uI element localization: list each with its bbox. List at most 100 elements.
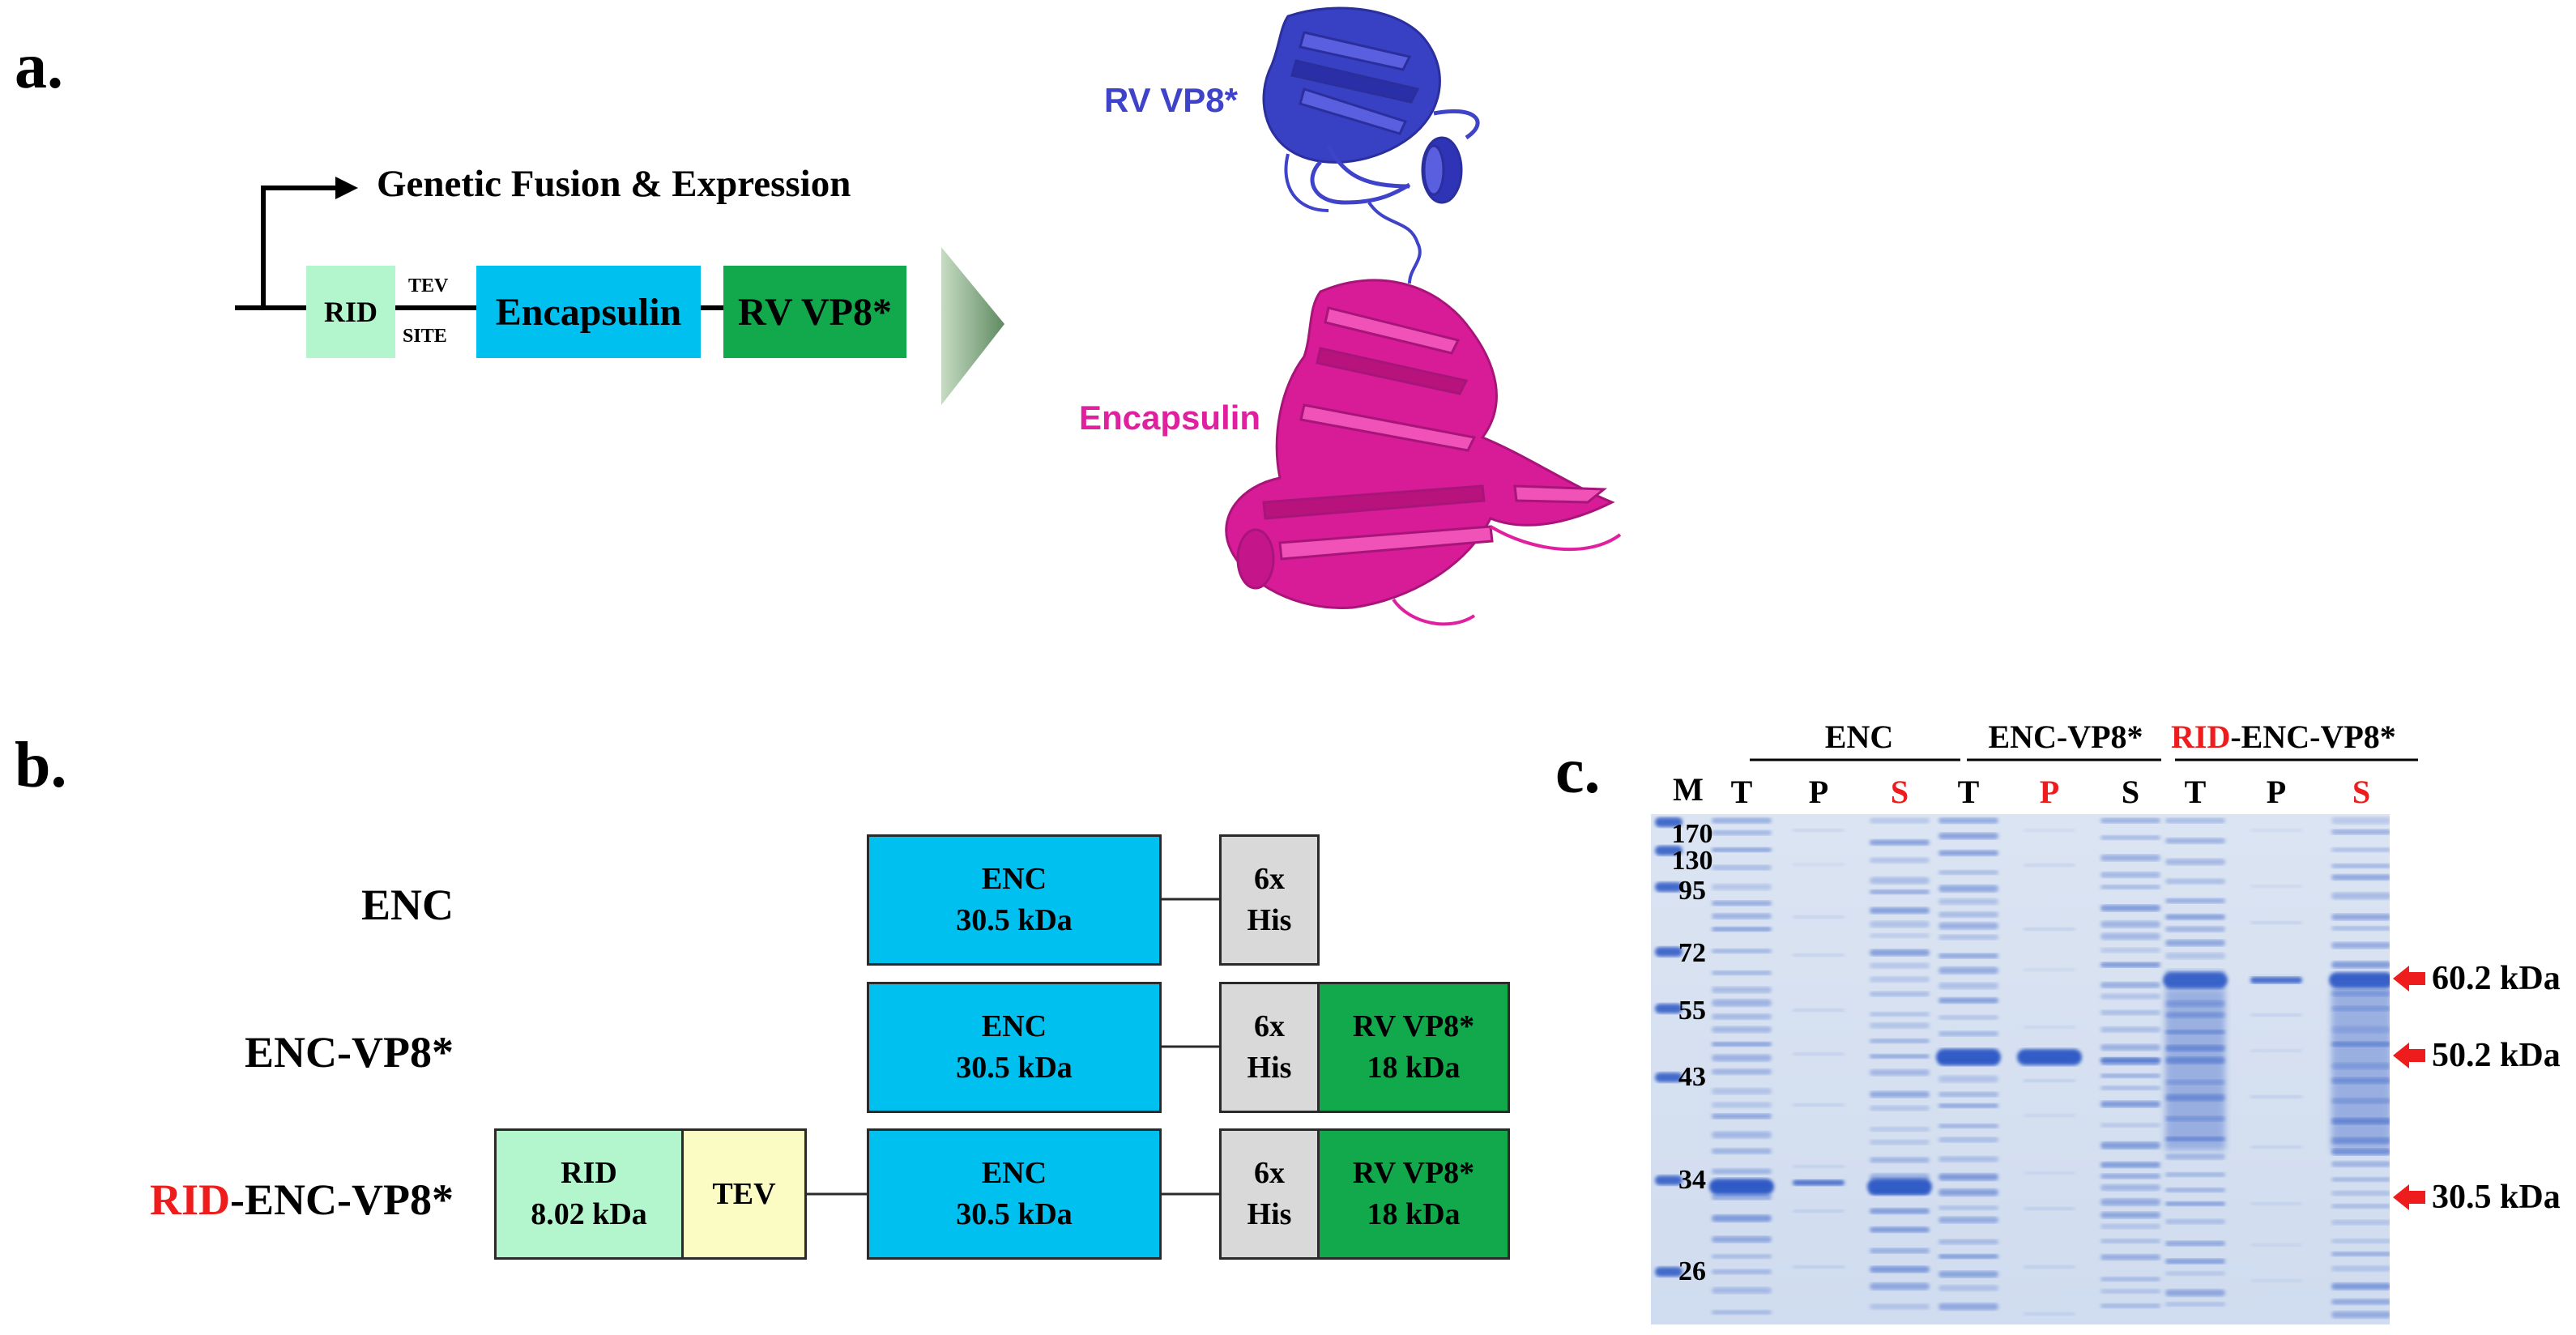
gel-band — [1712, 884, 1772, 890]
gel-band — [2165, 1271, 2225, 1276]
gel-band — [1938, 966, 1998, 975]
gel-lane-label: S — [2121, 774, 2140, 810]
vp8-box-row3: RV VP8* 18 kDa — [1317, 1128, 1510, 1260]
gel-lane-label: S — [1890, 774, 1909, 810]
gel-band — [2100, 1198, 2160, 1206]
gel-group-suffix: -ENC-VP8* — [2230, 719, 2396, 755]
transition-triangle-icon — [941, 247, 1004, 405]
gel-band — [2100, 993, 2160, 1000]
gel-band — [2331, 1282, 2390, 1290]
gel-band — [1793, 1009, 1845, 1012]
gel-band — [1870, 1226, 1930, 1233]
gel-band — [2165, 953, 2225, 959]
gel-band — [1870, 933, 1930, 938]
lane-smear — [2331, 988, 2390, 1150]
gel-marker-header: M — [1673, 771, 1704, 808]
gel-band — [1870, 839, 1930, 846]
gel-band — [1870, 1039, 1930, 1043]
gel-band — [1938, 898, 1998, 905]
gel-band — [1870, 1054, 1930, 1059]
encapsulin-block-label: Encapsulin — [495, 290, 682, 334]
tev-site-top: TEV — [408, 275, 449, 296]
gel-band — [2250, 885, 2302, 888]
vp8-box-row2: RV VP8* 18 kDa — [1317, 982, 1510, 1113]
gel-band — [2331, 1219, 2390, 1226]
gel-band — [2024, 1207, 2075, 1210]
gel-band — [1712, 970, 1772, 975]
construct-suffix: -ENC-VP8* — [230, 1175, 454, 1224]
gel-band — [2165, 878, 2225, 885]
his-box-row3: 6x His — [1219, 1128, 1320, 1260]
gel-rid-prefix: RID — [2171, 719, 2231, 755]
rid-mass: 8.02 kDa — [531, 1197, 647, 1231]
gel-band — [1938, 922, 1998, 930]
band-50kda — [2100, 1057, 2160, 1065]
gel-band — [1793, 915, 1845, 919]
gel-band — [1712, 1148, 1772, 1154]
gel-band — [2165, 1302, 2225, 1307]
arrow-label-30kda: 30.5 kDa — [2432, 1179, 2561, 1216]
gel-band — [2024, 864, 2075, 867]
gel-band — [1870, 1208, 1930, 1214]
gel-band — [1938, 1092, 1998, 1097]
structure-vp8-label: RV VP8* — [1104, 81, 1238, 119]
enc-mass: 30.5 kDa — [956, 903, 1073, 937]
gel-band — [2331, 1204, 2390, 1209]
his-name: His — [1247, 1197, 1292, 1231]
arrow-50kda-icon — [2393, 1043, 2425, 1068]
gel-band — [2100, 904, 2160, 912]
encapsulin-block: Encapsulin — [476, 266, 701, 358]
vp8-name: RV VP8* — [1352, 1009, 1475, 1043]
gel-marker-label: 34 — [1678, 1165, 1706, 1195]
enc-box-row1: ENC 30.5 kDa — [867, 834, 1162, 966]
gel-band — [1938, 1285, 1998, 1291]
gel-band — [1712, 927, 1772, 932]
gel-band — [2331, 892, 2390, 900]
gel-group-rid-enc-vp8: RID-ENC-VP8* — [2171, 721, 2430, 753]
gel-lane-label: P — [2266, 774, 2287, 810]
promoter-label: Genetic Fusion & Expression — [377, 163, 851, 205]
gel-band — [2165, 926, 2225, 932]
gel-band — [1712, 987, 1772, 993]
gel-band — [1712, 817, 1772, 824]
gel-band — [1712, 999, 1772, 1007]
gel-lane-label: T — [1957, 774, 1980, 810]
gel-band — [1870, 1139, 1930, 1145]
gel-marker-label: 130 — [1671, 846, 1713, 876]
gel-lane-label: P — [1808, 774, 1829, 810]
vp8-name: RV VP8* — [1352, 1155, 1475, 1190]
gel-band — [2331, 1239, 2390, 1243]
tev-site-bottom: SITE — [403, 326, 447, 347]
gel-band — [2331, 926, 2390, 931]
gel-band — [1793, 1209, 1845, 1213]
protein-structure-illustration — [1225, 6, 1622, 626]
marker-band — [1655, 947, 1683, 957]
gel-band — [1712, 1310, 1772, 1315]
vp8-structure — [1262, 6, 1480, 212]
marker-band — [1655, 1073, 1683, 1082]
gel-band — [2165, 1289, 2225, 1297]
gel-band — [2024, 1171, 2075, 1175]
gel-lane-label: T — [2184, 774, 2207, 810]
gel-band — [1712, 1042, 1772, 1047]
gel-band — [1793, 1265, 1845, 1269]
gel-band — [2100, 982, 2160, 988]
gel-band — [2100, 1101, 2160, 1107]
gel-band — [1938, 953, 1998, 958]
gel-band — [2165, 859, 2225, 865]
gel-band — [2331, 914, 2390, 920]
gel-band — [2100, 1141, 2160, 1149]
gel-band — [1870, 1069, 1930, 1076]
his-box-row2: 6x His — [1219, 982, 1320, 1113]
gel-band — [1793, 863, 1845, 866]
gel-band — [2100, 1073, 2160, 1078]
gel-band — [2024, 1312, 2075, 1316]
vp8-mass: 18 kDa — [1367, 1197, 1461, 1231]
arrow-60kda-icon — [2393, 966, 2425, 992]
gel-band — [2100, 1303, 2160, 1308]
enc-name: ENC — [981, 1009, 1047, 1043]
marker-band — [1655, 1004, 1683, 1013]
construct-label-enc: ENC — [360, 881, 454, 929]
gel-band — [2331, 1265, 2390, 1272]
gel-band — [2100, 962, 2160, 968]
